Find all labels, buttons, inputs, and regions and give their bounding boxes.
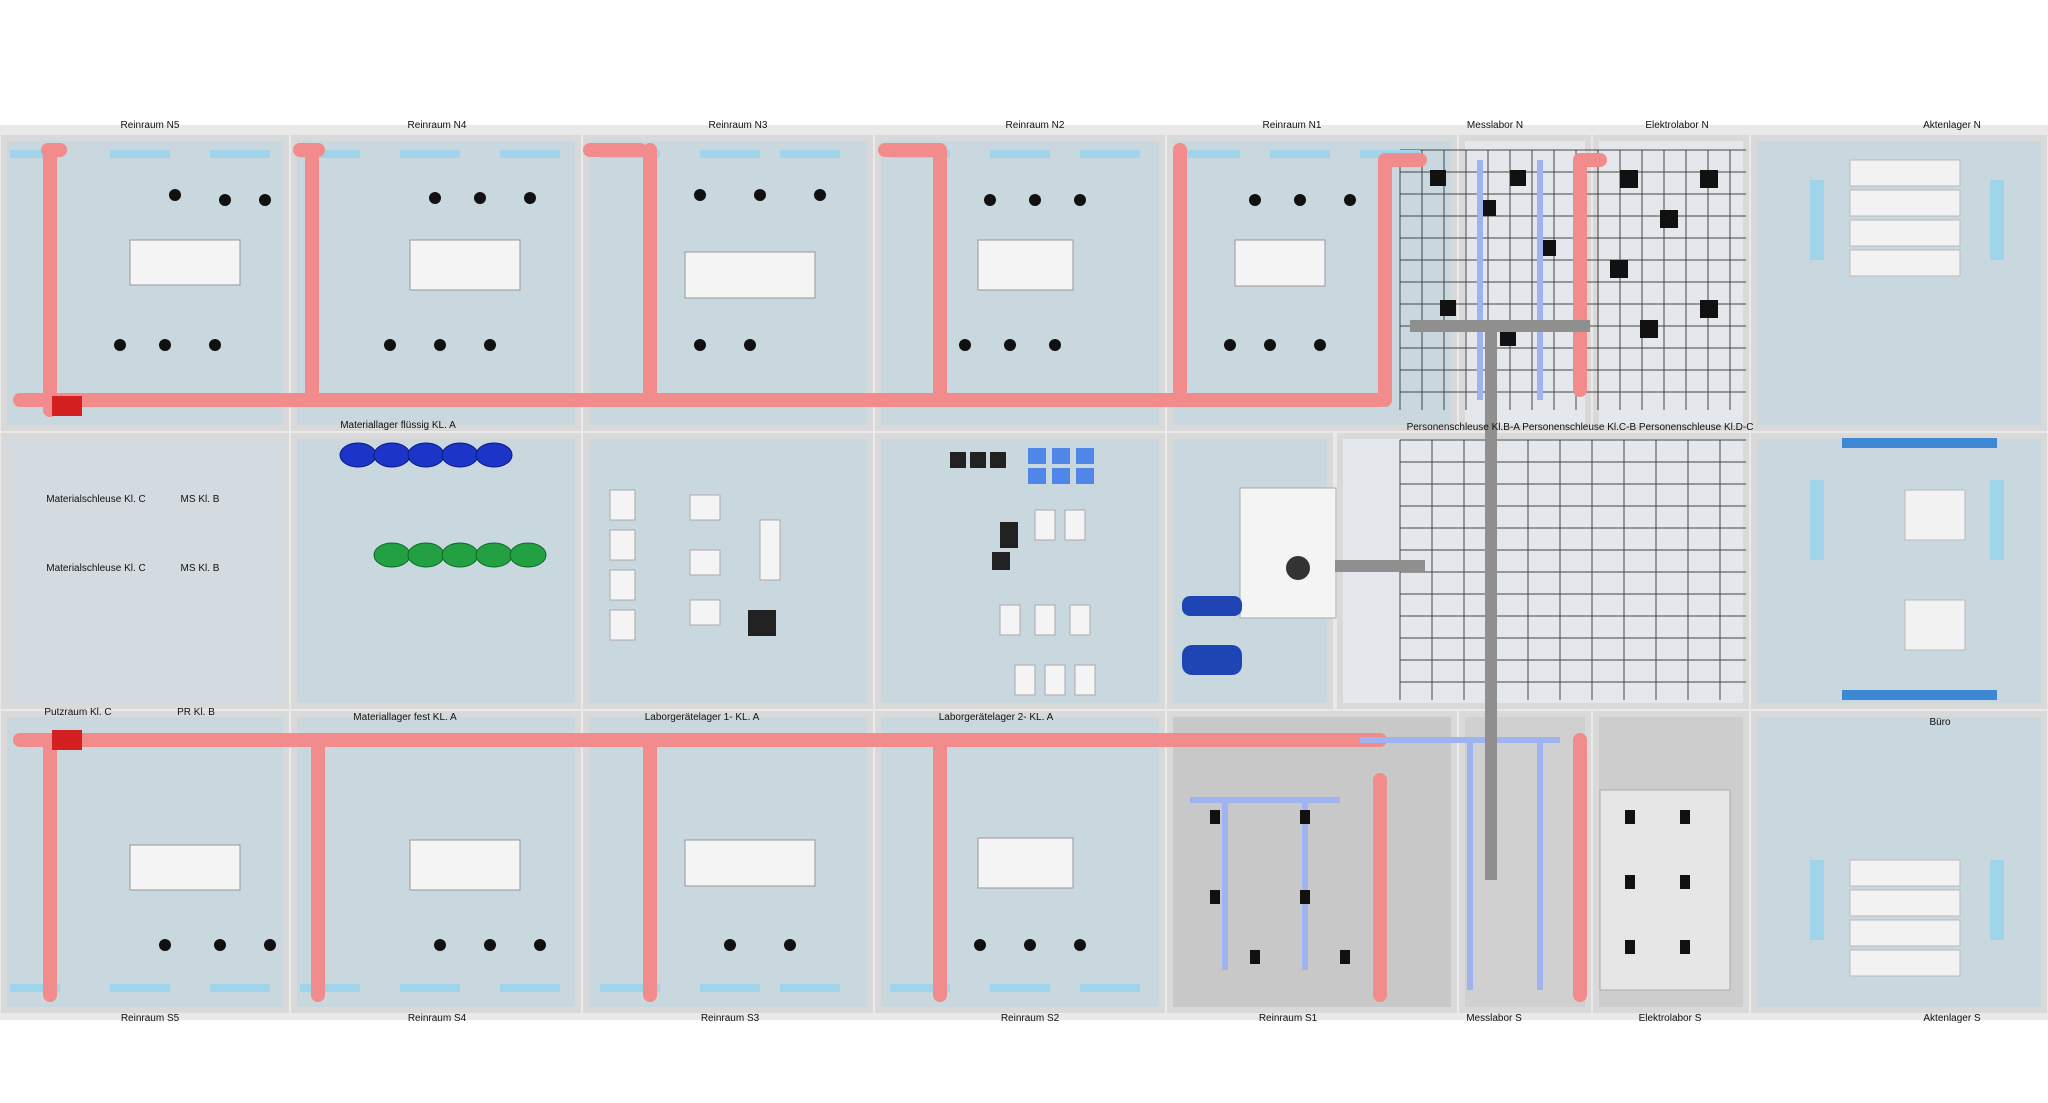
blue-motor-2 xyxy=(1182,645,1242,675)
label-laborgeraete-2: Laborgerätelager 2- KL. A xyxy=(938,712,1054,723)
label-ms-kl-b-1: MS Kl. B xyxy=(180,494,220,505)
workbenches xyxy=(129,239,1326,891)
red-duct-system xyxy=(13,143,1607,1002)
room-materiallager-fluessig xyxy=(291,433,581,709)
shelves xyxy=(1849,159,1966,977)
blue-duct-system xyxy=(1190,160,1560,990)
room-buero xyxy=(1751,433,2047,709)
elektrolabor-s-benches xyxy=(1599,789,1731,991)
label-reinraum-n4: Reinraum N4 xyxy=(407,120,467,131)
duct-grey xyxy=(1335,560,1425,572)
label-reinraum-s3: Reinraum S3 xyxy=(700,1013,760,1024)
label-reinraum-s5: Reinraum S5 xyxy=(120,1013,180,1024)
room-laborgeraetelager-2 xyxy=(875,433,1165,709)
label-aktenlager-n: Aktenlager N xyxy=(1923,120,1981,131)
label-messlabor-s: Messlabor S xyxy=(1466,1013,1522,1024)
label-reinraum-s1: Reinraum S1 xyxy=(1258,1013,1318,1024)
black-tiles-north xyxy=(1430,170,1718,346)
label-aktenlager-s: Aktenlager S xyxy=(1923,1013,1981,1024)
blue-panels xyxy=(1028,448,1094,484)
label-reinraum-n1: Reinraum N1 xyxy=(1262,120,1322,131)
grey-main-duct xyxy=(1485,320,1497,880)
label-buero: Büro xyxy=(1929,717,1951,728)
chairs xyxy=(114,189,1356,951)
label-matlager-fest: Materiallager fest KL. A xyxy=(353,712,457,723)
grey-cross-duct xyxy=(1410,320,1590,332)
red-unit-sw xyxy=(52,730,82,750)
fan-icon xyxy=(1286,556,1310,580)
label-personenschleusen: Personenschleuse Kl.B-A Personenschleuse… xyxy=(1406,422,1754,433)
buero-benches xyxy=(1842,438,1997,700)
label-elektrolabor-n: Elektrolabor N xyxy=(1645,120,1709,131)
room-reinraum-s1 xyxy=(1167,711,1457,1013)
central-unit xyxy=(1239,487,1337,619)
label-laborgeraete-1: Laborgerätelager 1- KL. A xyxy=(644,712,760,723)
label-matlager-fluessig: Materiallager flüssig KL. A xyxy=(340,420,456,431)
room-elektrolabor-n xyxy=(1593,135,1749,431)
label-matschleuse-1: Materialschleuse Kl. C xyxy=(46,494,146,505)
machine-room xyxy=(1182,487,1425,675)
reinraum-s1-devices xyxy=(1210,810,1350,964)
room-material-schleusen xyxy=(1,433,289,709)
room-messlabor-s xyxy=(1459,711,1591,1013)
label-putzraum: Putzraum Kl. C xyxy=(44,707,112,718)
dark-equipment xyxy=(748,452,1018,636)
label-reinraum-n5: Reinraum N5 xyxy=(120,120,180,131)
label-pr-kl-b: PR Kl. B xyxy=(177,707,215,718)
label-ms-kl-b-2: MS Kl. B xyxy=(180,563,220,574)
label-messlabor-n: Messlabor N xyxy=(1466,120,1524,131)
blue-motor-1 xyxy=(1182,596,1242,616)
tanks-green xyxy=(373,542,547,568)
label-reinraum-n2: Reinraum N2 xyxy=(1005,120,1065,131)
elektrolabor-s-devices xyxy=(1625,810,1690,954)
south-row xyxy=(1,711,2047,1013)
label-reinraum-s2: Reinraum S2 xyxy=(1000,1013,1060,1024)
label-elektrolabor-s: Elektrolabor S xyxy=(1638,1013,1702,1024)
label-matschleuse-2: Materialschleuse Kl. C xyxy=(46,563,146,574)
lab-equipment xyxy=(609,489,1096,696)
tanks-blue xyxy=(339,442,513,468)
red-unit-nw xyxy=(52,396,82,416)
label-reinraum-n3: Reinraum N3 xyxy=(708,120,768,131)
label-reinraum-s4: Reinraum S4 xyxy=(407,1013,467,1024)
